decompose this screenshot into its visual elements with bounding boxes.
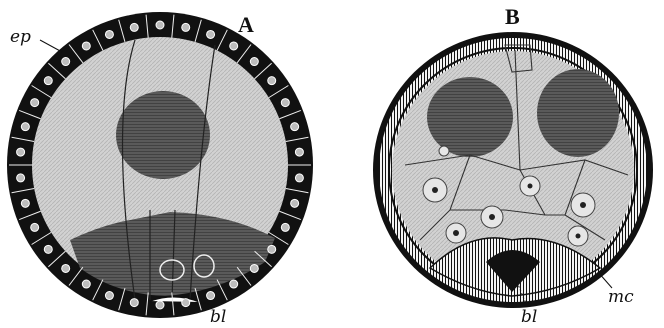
- panel-a-nucleus: [116, 91, 210, 179]
- panel-a-cell-nucleus: [21, 123, 29, 131]
- panel-a-cell-nucleus: [17, 148, 25, 156]
- panel-a-cell-nucleus: [130, 299, 138, 307]
- panel-a-ep-leader: [40, 40, 62, 52]
- panel-a-cell-nucleus: [291, 123, 299, 131]
- panel-a-cell-nucleus: [130, 23, 138, 31]
- panel-b-label-mc: mc: [608, 287, 634, 307]
- panel-a-cell-nucleus: [291, 199, 299, 207]
- panel-b-nucleus-right: [537, 69, 619, 157]
- panel-a-cell-nucleus: [156, 301, 164, 309]
- panel-a-cell-nucleus: [31, 99, 39, 107]
- panel-a-cell-nucleus: [44, 77, 52, 85]
- panel-a-cell-nucleus: [156, 21, 164, 29]
- panel-a-cell-nucleus: [182, 23, 190, 31]
- panel-a-cell-nucleus: [281, 223, 289, 231]
- panel-a-cell-nucleus: [268, 245, 276, 253]
- panel-a-cell-nucleus: [295, 174, 303, 182]
- panel-a-cell-nucleus: [281, 99, 289, 107]
- panel-a-cell-nucleus: [207, 30, 215, 38]
- panel-a-cell-nucleus: [31, 223, 39, 231]
- panel-a-cell-nucleus: [295, 148, 303, 156]
- panel-a-cell-nucleus: [82, 280, 90, 288]
- panel-a-cell-nucleus: [105, 292, 113, 300]
- panel-a-cell-nucleus: [250, 264, 258, 272]
- panel-a-cell-nucleus: [82, 42, 90, 50]
- panel-a-cell-nucleus: [44, 245, 52, 253]
- panel-a-cell-nucleus: [17, 174, 25, 182]
- panel-a-cell-nucleus: [268, 77, 276, 85]
- panel-b: B bl mc: [373, 4, 653, 327]
- panel-b-label-bl: bl: [521, 307, 537, 327]
- panel-a-letter: A: [238, 12, 254, 37]
- panel-a-label-bl: bl: [210, 307, 226, 327]
- panel-a-label-ep: ep: [10, 27, 31, 47]
- panel-a-cell-nucleus: [62, 264, 70, 272]
- panel-b-mc-leader: [598, 272, 612, 288]
- panel-a-cell-nucleus: [230, 280, 238, 288]
- panel-a-cell-nucleus: [182, 299, 190, 307]
- panel-b-letter: B: [505, 4, 520, 29]
- panel-b-nucleus-left: [427, 77, 513, 157]
- panel-a-cell-nucleus: [62, 58, 70, 66]
- panel-a: A ep bl: [7, 12, 313, 327]
- panel-a-cell-nucleus: [250, 58, 258, 66]
- panel-a-cell-nucleus: [105, 30, 113, 38]
- panel-a-cell-nucleus: [207, 292, 215, 300]
- panel-a-cell-nucleus: [230, 42, 238, 50]
- panel-a-cell-nucleus: [21, 199, 29, 207]
